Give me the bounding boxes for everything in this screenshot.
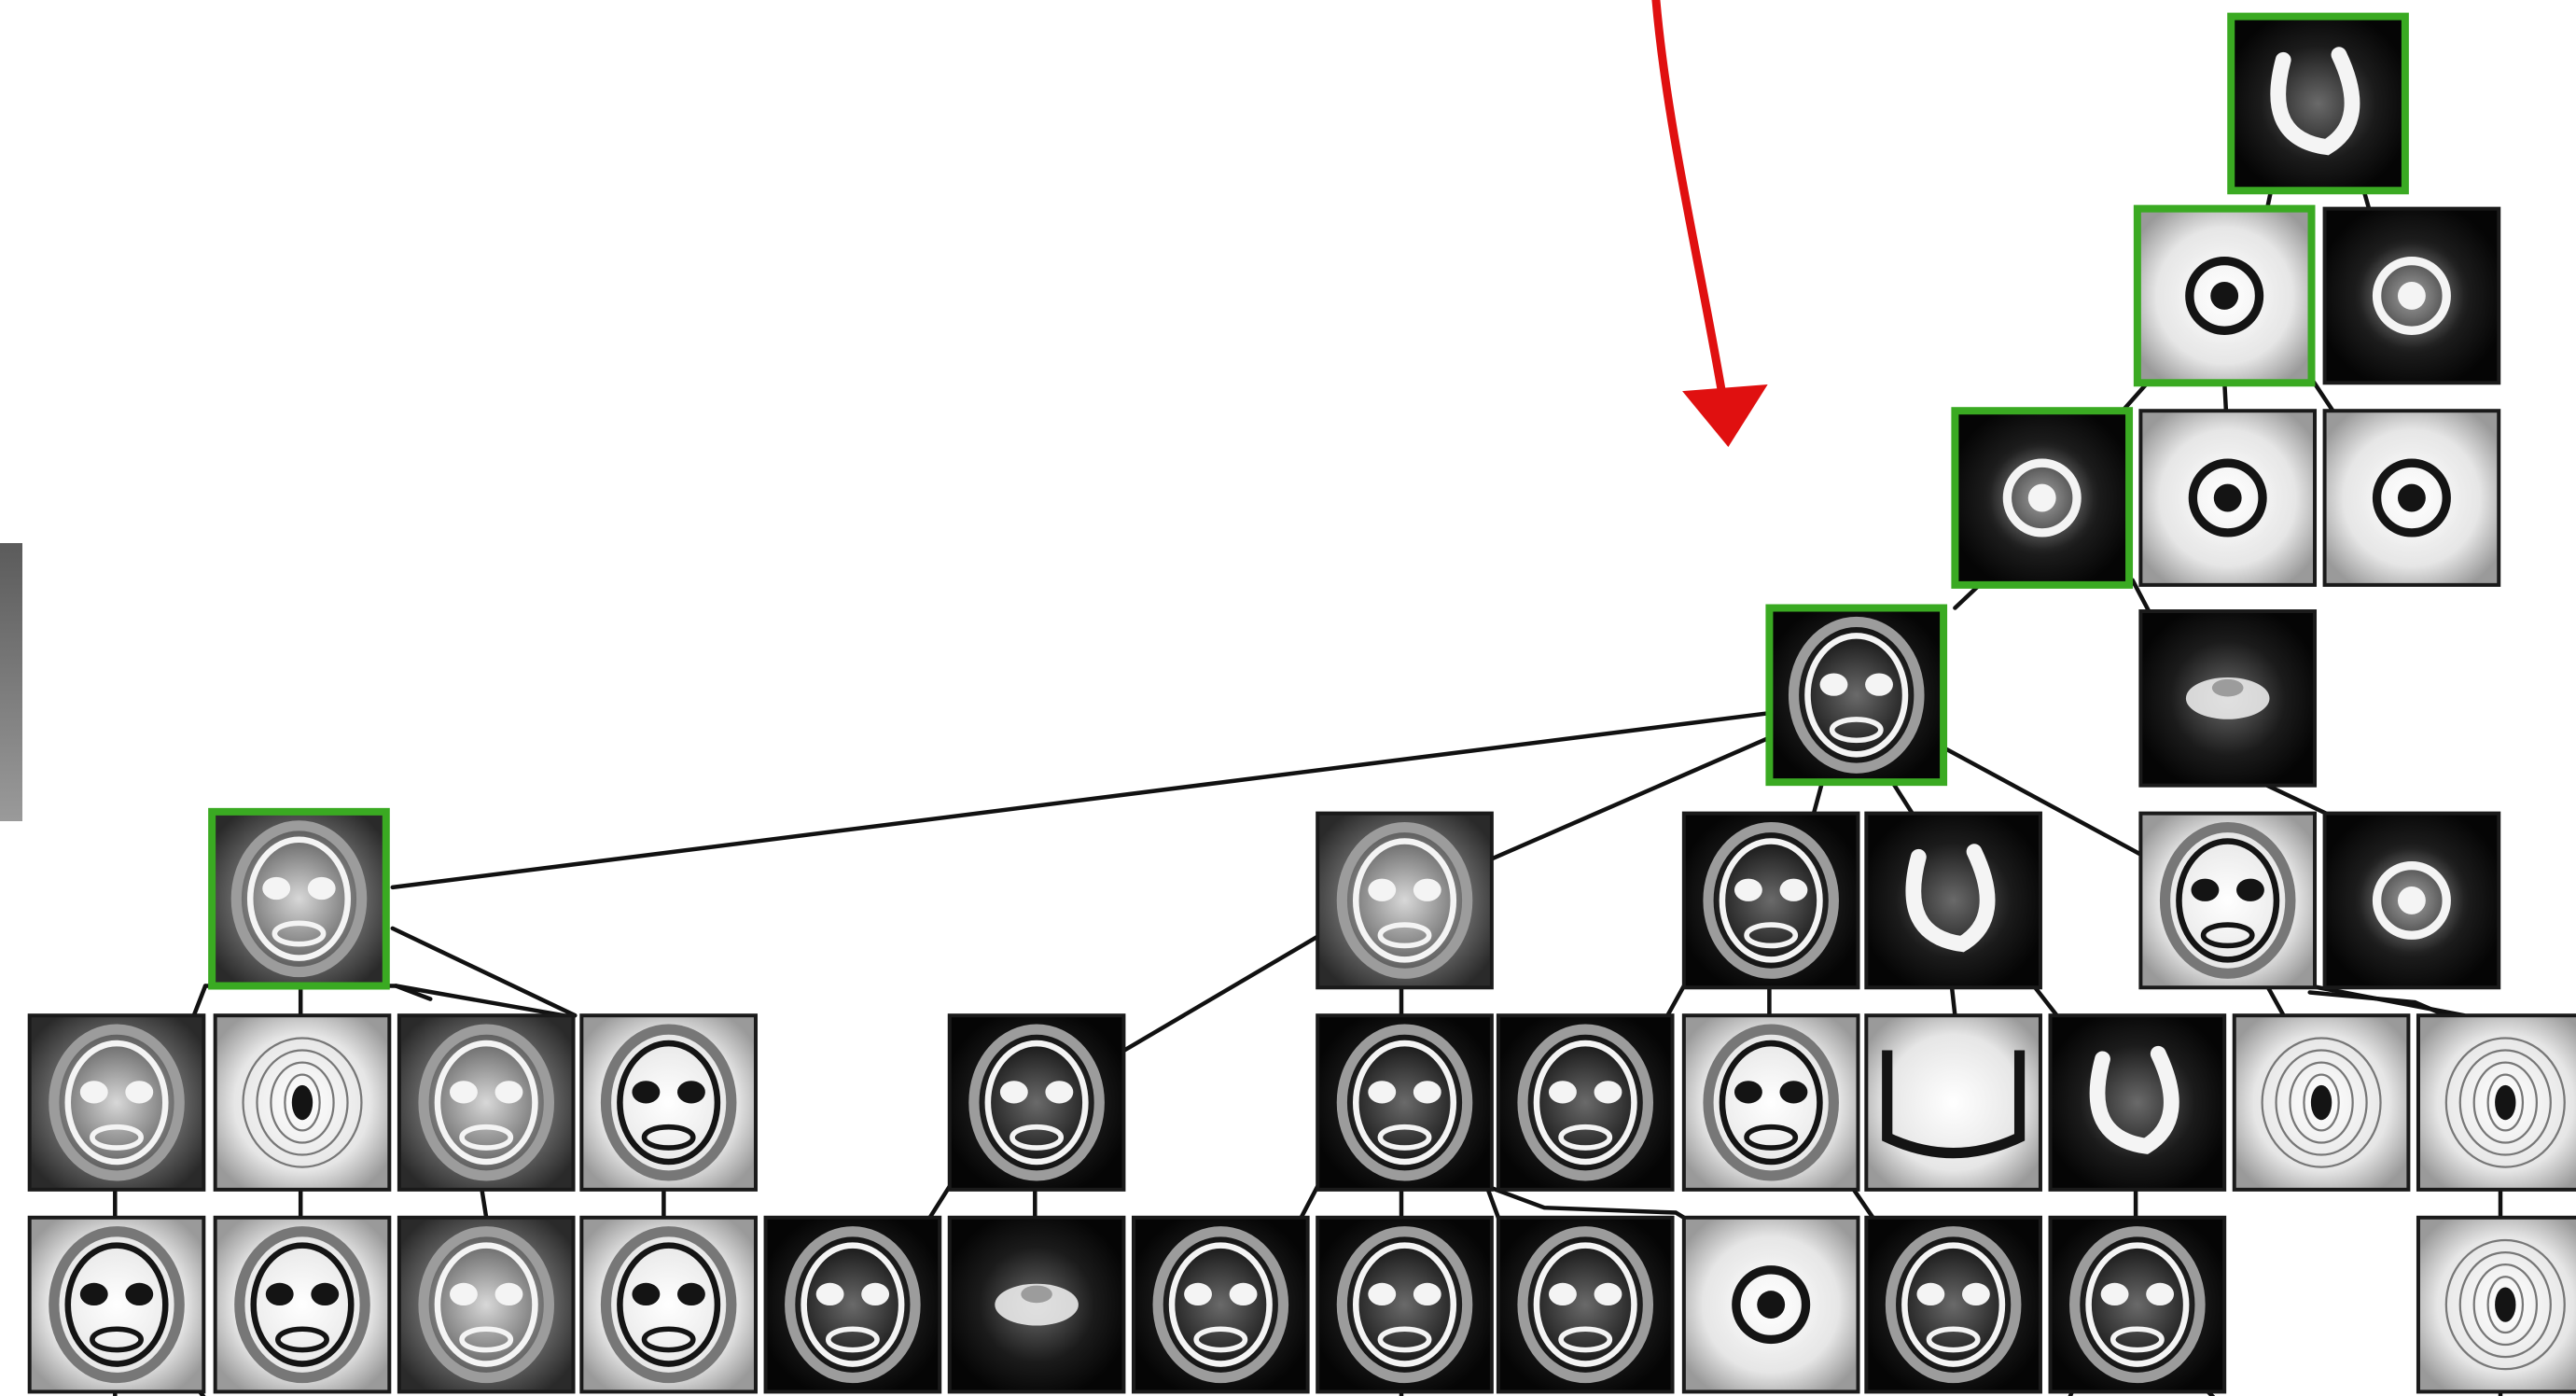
tree-edge <box>393 713 1770 887</box>
tree-node-n12[interactable] <box>1866 814 2040 988</box>
tree-node-n33[interactable] <box>1134 1218 1308 1392</box>
tree-node-n39[interactable] <box>2418 1218 2576 1392</box>
tree-edge <box>2267 986 2284 1016</box>
tree-node-n18[interactable] <box>581 1015 756 1190</box>
tree-node-n29[interactable] <box>399 1218 574 1392</box>
tree-node-n22[interactable] <box>1684 1015 1859 1190</box>
tree-node-n20[interactable] <box>1317 1015 1492 1190</box>
tree-node-n26[interactable] <box>2418 1015 2576 1190</box>
node-image-curl-shape <box>1866 814 2040 988</box>
tree-node-n13[interactable] <box>2140 814 2315 988</box>
tree-node-n5[interactable] <box>2140 411 2315 585</box>
tree-node-n36[interactable] <box>1684 1218 1859 1392</box>
tree-edge <box>1302 1186 1318 1218</box>
tree-edge <box>930 1186 950 1218</box>
tree-node-n8[interactable] <box>2140 611 2315 786</box>
tree-node-n1[interactable] <box>2231 17 2405 191</box>
tree-node-n21[interactable] <box>1498 1015 1673 1190</box>
tree-node-n2[interactable] <box>2137 209 2312 384</box>
tree-node-n32[interactable] <box>950 1218 1124 1392</box>
tree-edge <box>2034 986 2057 1016</box>
tree-node-n17[interactable] <box>399 1015 574 1190</box>
tree-edge <box>2313 382 2332 412</box>
tree-node-n15[interactable] <box>30 1015 204 1190</box>
tree-node-n30[interactable] <box>581 1218 756 1392</box>
tree-node-n31[interactable] <box>766 1218 940 1392</box>
tree-node-n6[interactable] <box>2325 411 2499 585</box>
annotation-arrow <box>1656 0 1768 447</box>
tree-node-n25[interactable] <box>2235 1015 2409 1190</box>
tree-node-n16[interactable] <box>216 1015 390 1190</box>
tree-edge <box>1952 986 1956 1016</box>
tree-node-n11[interactable] <box>1684 814 1859 988</box>
tree-node-n34[interactable] <box>1317 1218 1492 1392</box>
annotation-arrow-head <box>1682 384 1768 447</box>
tree-node-n24[interactable] <box>2051 1015 2225 1190</box>
tree-node-n14[interactable] <box>2325 814 2499 988</box>
tree-node-n10[interactable] <box>1317 814 1492 988</box>
tree-node-n38[interactable] <box>2051 1218 2225 1392</box>
tree-node-n3[interactable] <box>2325 209 2499 384</box>
tree-node-n7[interactable] <box>1769 608 1943 783</box>
tree-edge <box>1667 986 1684 1016</box>
tree-edge <box>396 986 564 1016</box>
node-image-dark-curve <box>2051 1015 2225 1190</box>
node-image-crescent-shape <box>2231 17 2405 191</box>
annotation-arrow-shaft <box>1656 0 1725 411</box>
tree-node-n27[interactable] <box>30 1218 204 1392</box>
tree-node-n9[interactable] <box>212 812 386 986</box>
tree-node-n4[interactable] <box>1955 411 2129 585</box>
tree-edge <box>194 986 205 1016</box>
tree-nodes <box>30 17 2576 1392</box>
tree-edge <box>1122 937 1318 1052</box>
tree-node-n19[interactable] <box>950 1015 1124 1190</box>
tree-node-n37[interactable] <box>1866 1218 2040 1392</box>
tree-node-n35[interactable] <box>1498 1218 1673 1392</box>
tree-node-n23[interactable] <box>1866 1015 2040 1190</box>
tree-node-n28[interactable] <box>216 1218 390 1392</box>
